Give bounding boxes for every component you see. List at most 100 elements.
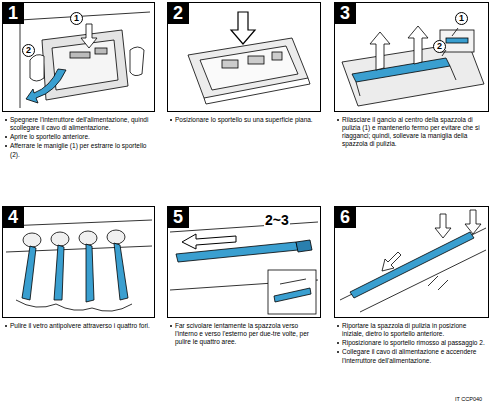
instruction-item: Far scivolare lentamente la spazzola ver…	[169, 322, 319, 346]
step-panel: Posizionare lo sportello su una superfic…	[167, 2, 321, 198]
instruction-text: Rilasciare il gancio al centro della spa…	[342, 116, 480, 147]
figure-code: IT CCP040	[455, 396, 482, 402]
step6-illustration-part	[340, 228, 486, 300]
step4-illustration-part	[54, 245, 64, 300]
bullet-dot	[5, 325, 7, 327]
panel-frame	[2, 206, 155, 318]
step4-illustration-part	[107, 230, 125, 244]
step5-illustration-part	[280, 279, 306, 284]
step4-illustration-part	[79, 231, 97, 245]
step4-illustration-part	[51, 232, 69, 246]
step2-illustration-part	[248, 56, 264, 64]
instruction-text: Far scivolare lentamente la spazzola ver…	[175, 322, 309, 345]
step6-illustration	[340, 210, 486, 312]
panel-frame	[167, 2, 321, 112]
callout-number: 2	[433, 40, 446, 53]
step5-illustration-part	[268, 270, 316, 314]
step-caption: Riportare la spazzola di pulizia in posi…	[336, 322, 487, 366]
step1-illustration-part	[70, 52, 90, 58]
step-number-text: 3	[340, 3, 350, 23]
repeat-count: 2~3	[264, 212, 290, 228]
step5-illustration-part	[182, 234, 236, 249]
step3-illustration-part	[356, 82, 360, 96]
step4-illustration-part	[86, 244, 94, 302]
step6-illustration-part	[382, 252, 401, 271]
bullet-dot	[5, 119, 7, 121]
instruction-text: Collegare il cavo di alimentazione e acc…	[342, 348, 476, 363]
step-number: 4	[2, 206, 24, 228]
instruction-item: Posizionare lo sportello su una superfic…	[169, 116, 319, 124]
instruction-item: Riposizionare lo sportello rimosso al pa…	[336, 339, 487, 347]
step-number: 6	[334, 206, 356, 228]
instruction-item: Spegnere l'interruttore dell'alimentazio…	[4, 116, 153, 132]
step1-illustration-part	[20, 12, 150, 20]
step1-illustration-part	[95, 48, 107, 54]
bullet-dot	[337, 342, 339, 344]
callout-number: 1	[455, 12, 468, 25]
step-number-text: 5	[173, 207, 183, 227]
bullet-dot	[5, 145, 7, 147]
instruction-item: Pulire il vetro antipolvere attraverso i…	[4, 322, 153, 330]
step-caption: Spegnere l'interruttore dell'alimentazio…	[4, 116, 153, 160]
step-panel: Pulire il vetro antipolvere attraverso i…	[2, 206, 155, 398]
step3-illustration-part	[450, 66, 456, 80]
step2-illustration-part	[222, 60, 238, 68]
step3-illustration	[342, 26, 484, 106]
step4-illustration-part	[6, 220, 152, 226]
callout-number: 2	[22, 44, 35, 57]
instruction-text: Posizionare lo sportello su una superfic…	[175, 116, 313, 123]
step1-illustration-part	[130, 47, 144, 76]
step3-illustration-part	[370, 32, 390, 70]
step6-illustration-part	[435, 214, 451, 238]
step5-illustration-part	[296, 240, 312, 252]
step4-illustration-part	[6, 246, 152, 252]
step-panel: Riportare la spazzola di pulizia in posi…	[334, 206, 489, 398]
instruction-text: Afferrare le maniglie (1) per estrarre l…	[10, 142, 146, 157]
step-number: 3	[334, 2, 356, 24]
step-caption: Pulire il vetro antipolvere attraverso i…	[4, 322, 153, 331]
step1-illustration-part	[30, 55, 44, 81]
bullet-dot	[337, 325, 339, 327]
step-number-text: 2	[173, 3, 183, 23]
step-number: 2	[167, 2, 189, 24]
callout-number: 1	[70, 12, 83, 25]
bullet-dot	[170, 119, 172, 121]
step2-illustration-part	[200, 46, 298, 90]
step2-illustration-part	[272, 52, 282, 60]
step2-illustration	[188, 12, 310, 104]
step-number: 1	[2, 2, 24, 24]
step4-illustration-part	[23, 233, 41, 247]
step-panel: Spegnere l'interruttore dell'alimentazio…	[2, 2, 155, 198]
instruction-item: Rilasciare il gancio al centro della spa…	[336, 116, 487, 149]
step3-illustration-part	[446, 38, 468, 43]
step2-illustration-part	[308, 78, 310, 84]
step2-illustration-part	[231, 12, 255, 44]
step6-illustration-part	[465, 210, 481, 234]
step2-illustration-part	[206, 84, 310, 104]
step1-illustration-part	[52, 40, 118, 90]
step6-illustration-part	[350, 232, 474, 298]
instruction-text: Pulire il vetro antipolvere attraverso i…	[10, 322, 150, 329]
step-number-text: 6	[340, 207, 350, 227]
bullet-dot	[337, 119, 339, 121]
bullet-dot	[170, 325, 172, 327]
instruction-item: Riportare la spazzola di pulizia in posi…	[336, 322, 487, 338]
step4-illustration-part	[22, 246, 36, 300]
step-number-text: 1	[8, 3, 18, 23]
instruction-item: Afferrare le maniglie (1) per estrarre l…	[4, 142, 153, 158]
instruction-item: Aprire lo sportello anteriore.	[4, 133, 153, 141]
step1-illustration-part	[26, 69, 66, 103]
step6-illustration-part	[438, 280, 448, 290]
step-panel: Far scivolare lentamente la spazzola ver…	[167, 206, 321, 398]
step-caption: Rilasciare il gancio al centro della spa…	[336, 116, 487, 150]
step-number-text: 4	[8, 207, 18, 227]
step4-illustration-part	[114, 243, 128, 300]
step4-illustration	[6, 220, 152, 311]
step3-illustration-part	[352, 58, 450, 82]
step2-illustration-part	[188, 38, 308, 98]
step6-illustration-part	[428, 276, 438, 286]
step3-illustration-part	[452, 28, 458, 36]
step5-illustration-part	[170, 222, 318, 232]
